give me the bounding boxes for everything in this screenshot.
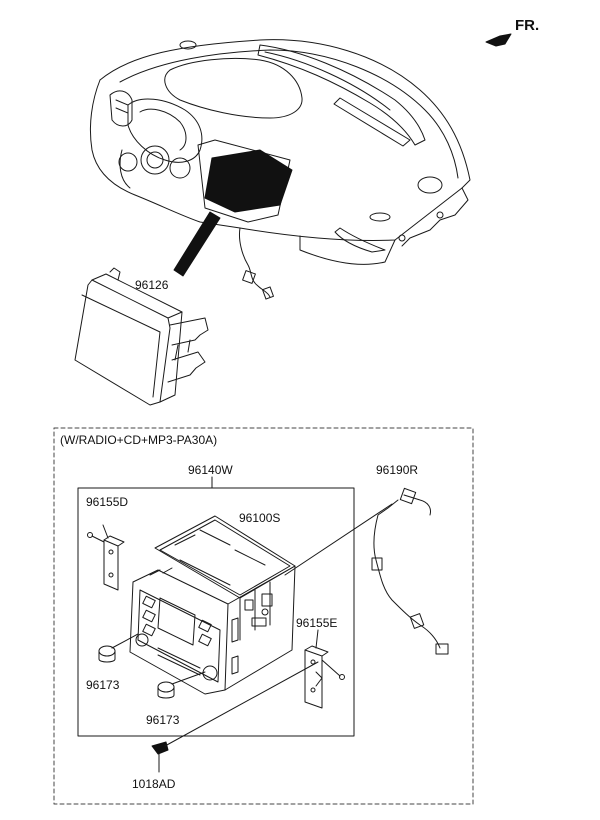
part-number-knob-upper: 96173	[86, 678, 120, 692]
part-number-display-unit: 96126	[135, 278, 169, 292]
wire-harness-96190r-drawing	[284, 487, 449, 655]
option-box-title: (W/RADIO+CD+MP3-PA30A)	[60, 433, 218, 447]
front-direction-label: FR.	[515, 17, 540, 34]
part-number-wire-harness: 96190R	[376, 463, 419, 477]
head-unit-96100s-drawing	[129, 515, 296, 695]
part-number-bracket-right: 96155E	[296, 616, 338, 630]
dash-display-location	[204, 149, 293, 213]
knob-lower-drawing	[157, 681, 175, 699]
front-direction-arrow-icon	[485, 33, 512, 47]
bracket-96155e-drawing	[304, 629, 345, 709]
knob-upper-drawing	[98, 645, 116, 663]
option-dashed-frame	[53, 427, 474, 805]
part-number-screw: 1018AD	[132, 777, 176, 791]
part-number-knob-lower: 96173	[146, 713, 180, 727]
dashboard-crash-pad	[89, 39, 471, 300]
screw-1018ad-drawing	[151, 661, 319, 773]
display-unit-96126-drawing	[74, 267, 209, 406]
display-location-arrow	[173, 211, 221, 277]
part-number-bracket-left: 96155D	[86, 495, 129, 509]
bracket-96155d-drawing	[87, 524, 125, 591]
assembly-frame-96140w	[77, 487, 355, 737]
part-number-audio-assembly: 96140W	[188, 463, 233, 477]
part-number-head-unit: 96100S	[239, 511, 281, 525]
